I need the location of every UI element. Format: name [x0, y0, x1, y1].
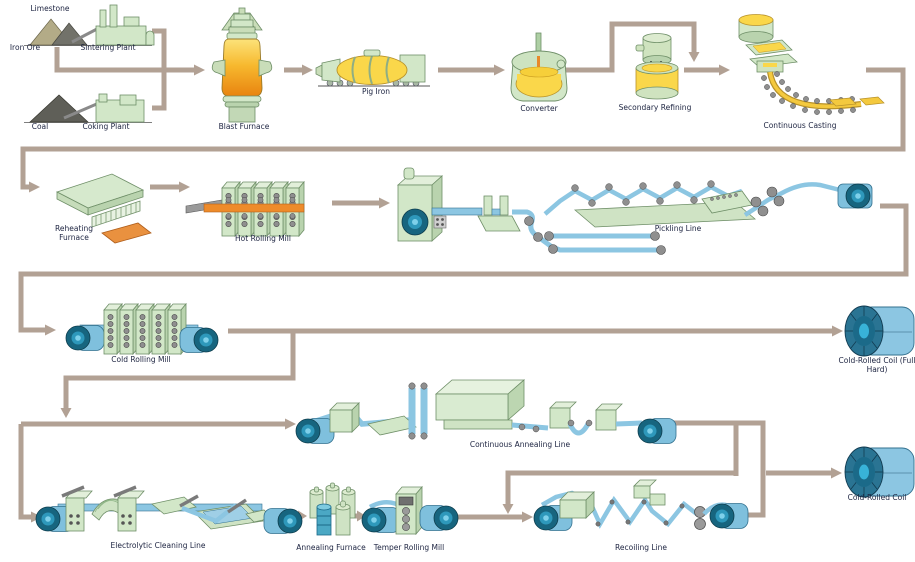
label-continuous-annealing-line: Continuous Annealing Line [469, 440, 571, 449]
label-hot-rolling-mill: Hot Rolling Mill [235, 234, 291, 243]
node-converter [510, 32, 568, 102]
node-cold-rolled-coil-full-hard [844, 305, 915, 357]
node-pig-iron [315, 49, 430, 87]
label-temper-rolling-mill: Temper Rolling Mill [373, 543, 445, 552]
label-cold-rolled-coil: Cold-Rolled Coil [847, 493, 907, 502]
label-electrolytic-cleaning-line: Electrolytic Cleaning Line [110, 541, 206, 550]
label-sintering-plant: Sintering Plant [80, 43, 136, 52]
node-sintering-plant [71, 4, 155, 46]
label-coal: Coal [31, 122, 49, 131]
label-secondary-refining: Secondary Refining [618, 103, 692, 112]
label-reheating-furnace: Reheating Furnace [55, 224, 93, 242]
label-iron-ore: Iron Ore [9, 43, 41, 52]
label-recoiling-line: Recoiling Line [615, 543, 667, 552]
node-recoiling-line [533, 479, 749, 531]
node-pickling-line [396, 167, 873, 255]
node-cold-rolling-mill [65, 303, 219, 355]
node-secondary-refining [635, 33, 679, 100]
node-annealing-furnace [309, 482, 356, 536]
node-cold-rolled-coil [844, 446, 915, 498]
label-limestone: Limestone [30, 4, 70, 13]
label-annealing-furnace: Annealing Furnace [296, 543, 366, 552]
node-hot-rolling-mill [185, 181, 305, 237]
node-blast-furnace [211, 7, 273, 123]
label-coking-plant: Coking Plant [82, 122, 130, 131]
label-converter: Converter [520, 104, 558, 113]
label-cold-rolled-coil-full-hard: Cold-Rolled Coil (Full Hard) [838, 356, 915, 374]
flow-arrowheads [29, 52, 843, 523]
node-electrolytic-cleaning-line [35, 485, 303, 534]
node-temper-rolling-mill [361, 485, 459, 536]
node-reheating-furnace [55, 173, 152, 244]
flow-connectors [18, 21, 909, 520]
label-blast-furnace: Blast Furnace [218, 122, 270, 131]
node-continuous-annealing-line [295, 379, 677, 444]
node-continuous-casting [738, 14, 885, 115]
label-pig-iron: Pig Iron [361, 87, 391, 96]
label-continuous-casting: Continuous Casting [763, 121, 837, 130]
label-cold-rolling-mill: Cold Rolling Mill [111, 355, 171, 364]
label-pickling-line: Pickling Line [654, 224, 702, 233]
node-coking-plant [63, 93, 145, 123]
